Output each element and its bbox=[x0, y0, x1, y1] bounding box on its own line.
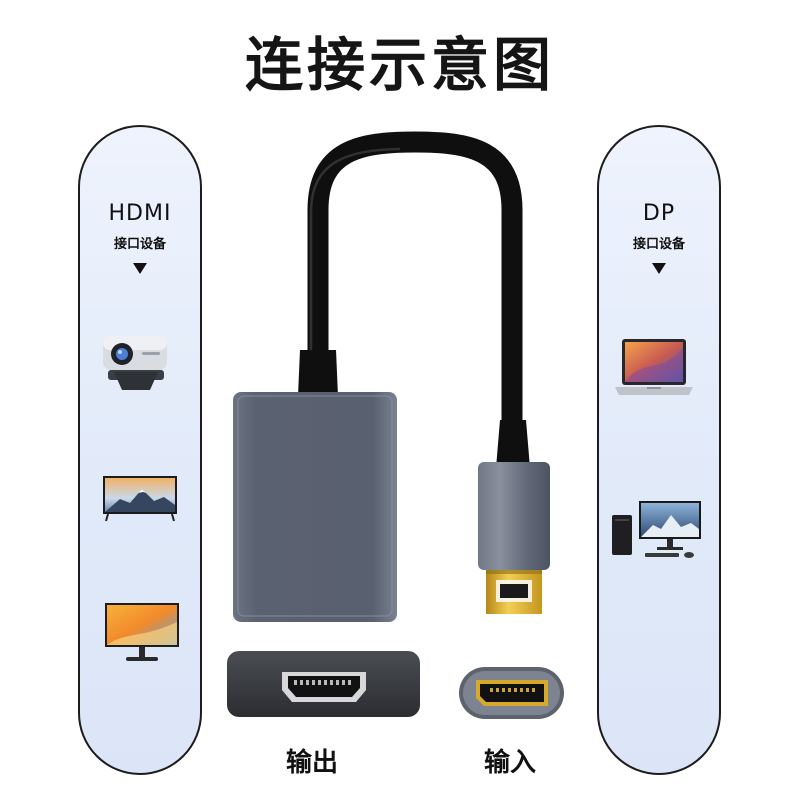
dp-sub-label: 接口设备 bbox=[632, 237, 685, 252]
hdmi-devices-panel: HDMI 接口设备 bbox=[78, 125, 202, 775]
down-arrow-icon bbox=[652, 263, 666, 274]
laptop-icon bbox=[615, 339, 693, 395]
hdmi-sub-label: 接口设备 bbox=[113, 237, 166, 252]
dp-devices-panel: DP 接口设备 bbox=[597, 125, 721, 775]
cable bbox=[307, 131, 523, 461]
desktop-pc-icon bbox=[612, 501, 701, 558]
hdmi-label: HDMI bbox=[108, 201, 172, 226]
projector-icon bbox=[103, 336, 167, 390]
page-title: 连接示意图 bbox=[244, 31, 555, 99]
output-label: 输出 bbox=[286, 748, 339, 778]
input-label: 输入 bbox=[484, 748, 537, 778]
monitor-icon bbox=[105, 603, 179, 661]
dp-plug bbox=[478, 462, 550, 614]
down-arrow-icon bbox=[133, 263, 147, 274]
hdmi-port-icon bbox=[227, 651, 420, 717]
adapter-body bbox=[233, 392, 397, 622]
tv-icon bbox=[103, 476, 177, 522]
dp-label: DP bbox=[642, 201, 676, 226]
dp-port-icon bbox=[459, 667, 564, 719]
